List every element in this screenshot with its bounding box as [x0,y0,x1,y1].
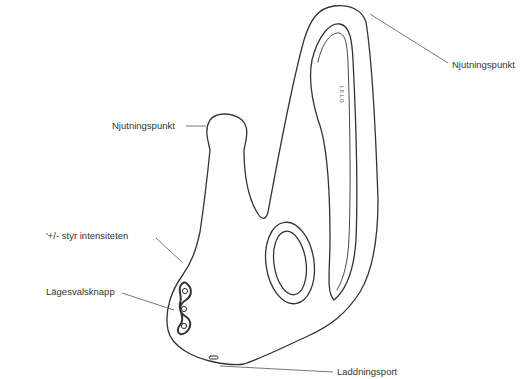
part-label: Njutningspunkt [112,120,175,131]
leader-line [220,366,333,372]
shaft-inner-line [318,33,350,290]
button-mode [181,306,186,311]
part-label: '+/- styr intensiteten [46,230,128,241]
button-plus [182,288,187,293]
ring-outer [261,219,320,307]
button-minus [181,323,186,328]
part-label: Lägesvalsknapp [46,286,115,297]
leader-line [370,14,448,63]
leader-line [186,126,206,127]
part-label: Njutningspunkt [452,59,515,70]
device-outline [167,6,378,365]
shaft-inner-loop [310,24,356,300]
button-panel [178,282,191,334]
leader-line [122,293,174,310]
part-label: Laddningsport [337,366,397,377]
ring-inner [270,229,311,297]
charging-port [209,356,218,359]
leader-line [156,238,182,262]
brand-mark: LELO [339,86,345,105]
